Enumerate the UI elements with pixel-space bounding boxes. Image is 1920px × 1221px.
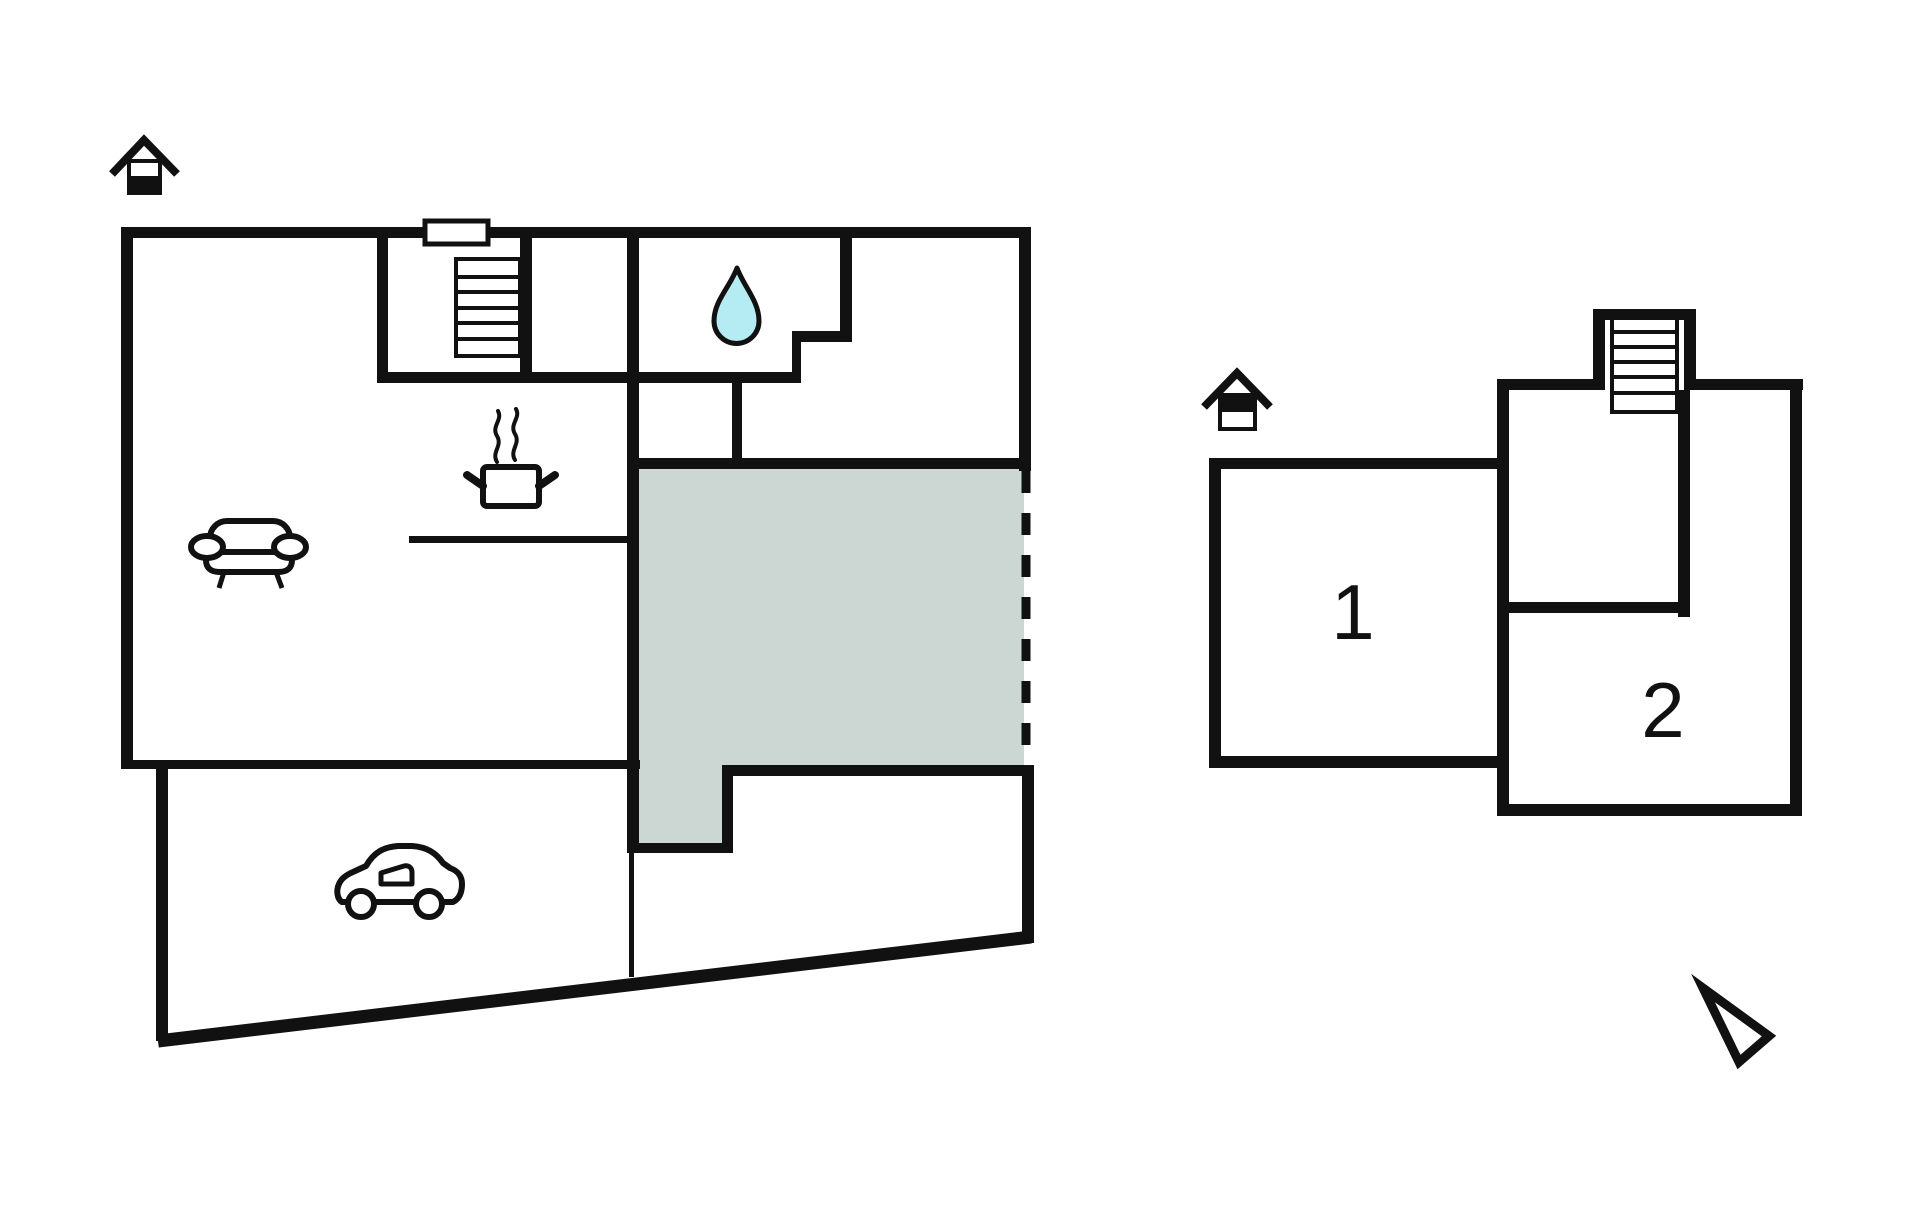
water-drop-icon bbox=[711, 265, 762, 346]
car-icon bbox=[334, 843, 465, 920]
house-ground-floor-icon bbox=[109, 134, 180, 195]
window-marker bbox=[422, 218, 491, 247]
room-label-2: 2 bbox=[1641, 666, 1684, 754]
cooking-pot-icon bbox=[463, 407, 559, 509]
terrace-area bbox=[638, 469, 1024, 843]
room-label-1: 1 bbox=[1331, 568, 1374, 656]
ground-floor-plan bbox=[109, 134, 1034, 1048]
slanted-boundary-wall bbox=[157, 930, 1032, 1048]
house-upper-floor-icon bbox=[1201, 367, 1273, 431]
north-arrow-icon bbox=[1691, 973, 1777, 1070]
ground-floor-walls bbox=[121, 227, 1034, 1041]
upper-floor-plan: 1 2 bbox=[1201, 309, 1803, 816]
upper-floor-walls bbox=[1209, 309, 1803, 816]
staircase-icon-upper bbox=[1610, 316, 1679, 414]
staircase-icon bbox=[454, 257, 522, 358]
sofa-icon bbox=[188, 518, 309, 589]
